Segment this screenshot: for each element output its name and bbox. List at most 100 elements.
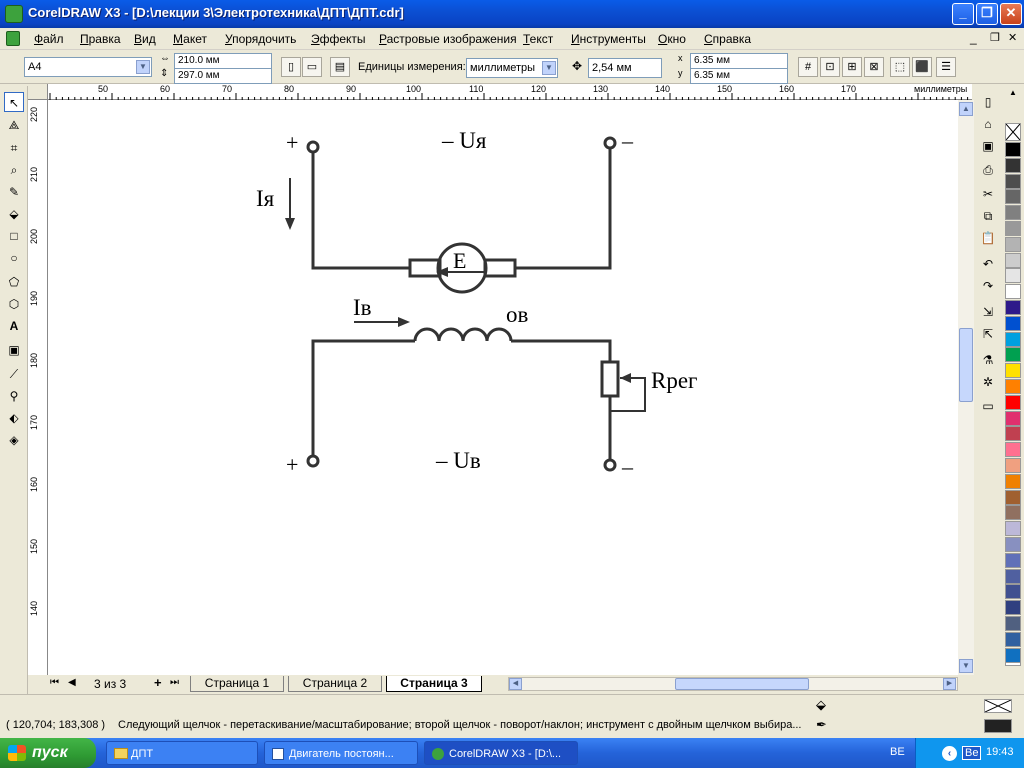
text-tool-icon[interactable]: A: [9, 319, 19, 333]
drawing-canvas[interactable]: + – – Uя Iя E Iв ов Rрег + – – Uв: [48, 100, 958, 675]
new-document-icon[interactable]: ▯: [984, 95, 992, 109]
interactive-blend-tool-icon[interactable]: ▣: [8, 343, 20, 357]
palette-swatch[interactable]: [1005, 394, 1021, 410]
language-indicator[interactable]: ВЕ: [890, 746, 905, 758]
application-launcher-icon[interactable]: ⚗: [982, 353, 994, 367]
palette-swatch[interactable]: [1005, 189, 1021, 205]
tab-page-2[interactable]: Страница 2: [288, 676, 382, 692]
palette-swatch[interactable]: [1005, 284, 1021, 300]
vertical-scrollbar[interactable]: ▲ ▼: [958, 100, 974, 675]
palette-swatch[interactable]: [1005, 584, 1021, 600]
smart-fill-tool-icon[interactable]: ⬙: [9, 207, 19, 221]
menu-layout[interactable]: Макет: [173, 32, 207, 46]
page-height-field[interactable]: 297.0 мм: [174, 68, 272, 84]
last-page-button[interactable]: ⏭: [170, 677, 179, 688]
palette-swatch[interactable]: [1005, 142, 1021, 157]
palette-swatch[interactable]: [1005, 631, 1021, 647]
corel-online-icon[interactable]: ✲: [982, 375, 994, 389]
palette-swatch[interactable]: [1005, 379, 1021, 394]
vertical-scroll-thumb[interactable]: [959, 328, 973, 402]
cut-icon[interactable]: ✂: [982, 187, 994, 201]
palette-swatch[interactable]: [1005, 442, 1021, 458]
crop-tool-icon[interactable]: ⌗: [10, 141, 18, 155]
palette-swatch[interactable]: [1005, 315, 1021, 331]
palette-swatch[interactable]: [1005, 363, 1021, 379]
paper-size-select[interactable]: A4: [24, 57, 152, 77]
palette-swatch[interactable]: [1005, 331, 1021, 347]
palette-swatch[interactable]: [1005, 521, 1021, 537]
fill-bucket-icon[interactable]: ⬙: [816, 697, 826, 712]
scroll-left-button[interactable]: ◀: [509, 678, 522, 690]
horizontal-ruler[interactable]: 50 60 70 80 90 100 110 120 130 140 150 1…: [48, 84, 972, 100]
palette-swatch[interactable]: [1005, 489, 1021, 505]
paper-size-arrow[interactable]: ▼: [136, 60, 150, 74]
freehand-tool-icon[interactable]: ✎: [8, 185, 20, 199]
menu-effects[interactable]: Эффекты: [311, 32, 366, 46]
palette-scroll-up[interactable]: ▲: [1009, 88, 1017, 97]
duplicate-y-field[interactable]: 6.35 мм: [690, 68, 788, 84]
pick-tool-icon[interactable]: ↖: [4, 92, 24, 112]
prev-page-button[interactable]: ◀: [68, 677, 76, 688]
eyedropper-tool-icon[interactable]: ⟋: [9, 367, 19, 381]
maximize-button[interactable]: ❐: [976, 3, 998, 25]
snap-grid-icon[interactable]: #: [798, 57, 818, 77]
scroll-right-button[interactable]: ▶: [943, 678, 956, 690]
zoom-tool-icon[interactable]: ⌕: [10, 163, 18, 177]
palette-swatch[interactable]: [1005, 473, 1021, 489]
palette-swatch[interactable]: [1005, 347, 1021, 363]
menu-edit[interactable]: Правка: [80, 32, 121, 46]
all-pages-button[interactable]: ▤: [330, 57, 350, 77]
menu-arrange[interactable]: Упорядочить: [225, 32, 297, 46]
snap-guides-icon[interactable]: ⊡: [820, 57, 840, 77]
menu-help[interactable]: Справка: [704, 32, 752, 46]
palette-swatch[interactable]: [1005, 600, 1021, 616]
palette-swatch[interactable]: [1005, 537, 1021, 552]
menu-file[interactable]: Файл: [34, 32, 64, 46]
shape-tool-icon[interactable]: ⟁: [8, 118, 20, 132]
tray-expand-icon[interactable]: ‹: [942, 746, 957, 761]
menu-window[interactable]: Окно: [658, 32, 686, 46]
outline-indicator[interactable]: [984, 719, 1012, 733]
close-button[interactable]: ✕: [1000, 3, 1022, 25]
polygon-tool-icon[interactable]: ⬠: [8, 275, 20, 289]
first-page-button[interactable]: ⏮: [50, 677, 59, 688]
menu-text[interactable]: Текст: [523, 32, 554, 46]
palette-swatch[interactable]: [1005, 552, 1021, 568]
palette-swatch[interactable]: [1005, 647, 1021, 663]
document-icon[interactable]: [6, 31, 20, 46]
palette-swatch[interactable]: [1005, 505, 1021, 521]
add-page-button[interactable]: +: [154, 675, 162, 690]
coreldraw-app-icon[interactable]: [5, 5, 23, 23]
tab-page-3[interactable]: Страница 3: [386, 676, 482, 692]
menu-tools[interactable]: Инструменты: [571, 32, 646, 46]
task-coreldraw[interactable]: CorelDRAW X3 - [D:\...: [424, 741, 578, 765]
portrait-button[interactable]: ▯: [281, 57, 301, 77]
palette-swatch[interactable]: [1005, 616, 1021, 631]
doc-restore-button[interactable]: ❐: [990, 32, 1000, 44]
palette-swatch[interactable]: [1005, 252, 1021, 268]
palette-swatch[interactable]: [1005, 410, 1021, 426]
units-select[interactable]: миллиметры: [466, 58, 558, 78]
palette-swatch[interactable]: [1005, 173, 1021, 189]
outline-pen-icon[interactable]: ✒: [816, 717, 827, 732]
palette-swatch[interactable]: [1005, 205, 1021, 221]
transform-icon[interactable]: ⬛: [912, 57, 932, 77]
open-icon[interactable]: ⌂: [984, 117, 992, 131]
no-color-swatch[interactable]: [1005, 123, 1021, 141]
welcome-screen-icon[interactable]: ▭: [982, 399, 994, 413]
palette-swatch[interactable]: [1005, 426, 1021, 442]
export-icon[interactable]: ⇱: [982, 327, 994, 341]
palette-swatch[interactable]: [1005, 268, 1021, 284]
landscape-button[interactable]: ▭: [302, 57, 322, 77]
interactive-fill-tool-icon[interactable]: ◈: [9, 433, 19, 447]
palette-swatch[interactable]: [1005, 221, 1021, 236]
fill-tool-icon[interactable]: ⬖: [9, 411, 19, 425]
units-arrow[interactable]: ▼: [542, 61, 556, 75]
doc-minimize-button[interactable]: _: [970, 31, 977, 45]
treat-as-filled-icon[interactable]: ⬚: [890, 57, 910, 77]
scroll-down-button[interactable]: ▼: [959, 659, 973, 673]
fill-indicator[interactable]: [984, 699, 1012, 713]
palette-swatch[interactable]: [1005, 568, 1021, 584]
rectangle-tool-icon[interactable]: □: [10, 229, 18, 243]
task-folder-dpt[interactable]: ДПТ: [106, 741, 258, 765]
